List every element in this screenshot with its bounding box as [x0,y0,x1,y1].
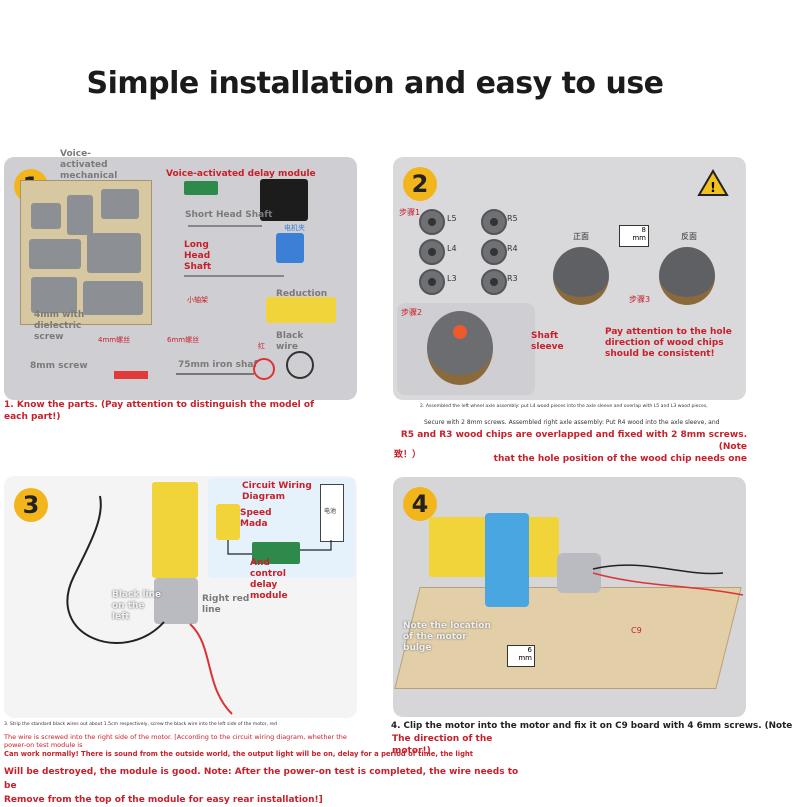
step4-wires [592,564,744,596]
chip-R3 [481,269,507,295]
step1-caption: 1. Know the parts. (Pay attention to dis… [4,400,315,422]
step3-caption-small: 3. Strip the standard black wires out ab… [4,722,278,727]
short-shaft-part [188,225,262,227]
circuit-diagram-box: 电池 [208,478,355,578]
label-back: 反面 [681,232,697,241]
reduction-motor-part [266,297,336,323]
step2-caption-line2: Secure with 2 8mm screws. Assembled righ… [424,419,720,426]
motor-clip-part [276,233,304,263]
wires-drawing [66,495,233,715]
screw-8mm-badge: 8 mm [619,225,649,247]
label-hole-direction-note: Pay attention to the hole direction of w… [605,327,732,359]
step2-inset: 步骤2 [397,303,535,395]
chip-L3 [419,269,445,295]
shaft-sleeves-part [114,371,148,379]
label-front: 正面 [573,232,589,241]
label-step-1: 步骤1 [399,208,421,217]
chip-R4 [481,239,507,265]
label-control-module: And control delay module [250,558,288,601]
diagram-wires [227,540,332,555]
label-motor-clip: 电机夹 [284,224,305,232]
label-c9: C9 [631,626,642,635]
step3-panel: 3 电池 Circuit Wiring Diagram Speed Mada A… [4,476,357,718]
label-iron-shaft: 75mm iron shaf [178,360,258,370]
label-4mm-screw: 4mm螺丝 [98,336,131,344]
step2-caption-small: 2. Assembled the left wheel axle assembl… [420,404,708,409]
motor-body [152,482,198,578]
label-black-wire: Black wire [276,331,304,352]
diagram-battery [320,484,344,542]
label-red: 红 [258,342,265,350]
assembly-back [659,247,715,305]
label-L5: L5 [447,214,457,223]
label-short-shaft: Short Head Shaft [185,210,273,220]
iron-shaft-part [176,373,254,375]
step2-number: 2 [403,167,437,201]
assembly-front [553,247,609,305]
wooden-parts-board [20,180,152,325]
step3-caption-red2: Can work normally! There is sound from t… [4,750,474,758]
step2-caption-end: 致！） [394,450,422,460]
label-motor-bulge-note: Note the location of the motor bulge [403,621,491,653]
label-long-shaft: Long Head Shaft [184,240,212,272]
delay-module-part [184,181,218,195]
label-battery: 电池 [324,508,337,515]
motor-can [154,578,198,624]
label-6mm-screw: 6mm螺丝 [167,336,200,344]
label-small-shaft: 小轴架 [187,296,208,304]
step1-panel: 1 Voice- activated mechanical Voice-acti… [4,149,357,400]
label-black-line: Black line on the left [112,590,162,622]
step4-caption: 4. Clip the motor into the motor and fix… [391,721,792,731]
wire-coils-drawing [253,351,314,380]
step3-caption-red1: The wire is screwed into the right side … [4,733,347,749]
shaft-sleeve-assembly [427,311,493,385]
step4-panel: 4 Note the location of the motor bulge C… [393,477,746,717]
diagram-module [252,542,300,564]
label-L3: L3 [447,274,457,283]
label-mechanical: Voice- activated mechanical [60,149,118,181]
chip-R5 [481,209,507,235]
label-dielectric-screw: 4mm with dielectric screw [34,310,85,342]
label-right-red: Right red line [202,594,250,615]
orange-sleeve [453,325,467,339]
label-step-3: 步骤3 [629,295,651,304]
diagram-motor [216,504,240,540]
step2-caption-red: R5 and R3 wood chips are overlapped and … [400,430,747,464]
chip-L5 [419,209,445,235]
warning-icon: ! [697,169,729,196]
blue-motor-clip [485,513,529,607]
chip-L4 [419,239,445,265]
label-8mm-screw: 8mm screw [30,361,88,371]
step3-caption-red3: Will be destroyed, the module is good. N… [4,767,519,805]
label-R3: R3 [507,274,518,283]
page-title: Simple installation and easy to use [86,66,664,101]
label-L4: L4 [447,244,457,253]
svg-text:!: ! [710,181,716,196]
step4-number: 4 [403,487,437,521]
label-shaft-sleeve: Shaft sleeve [531,331,564,352]
step4-caption-red: The direction of the motor!) [392,734,493,756]
label-delay-module: Voice-activated delay module [166,169,316,179]
label-step-2: 步骤2 [401,308,423,317]
long-shaft-part [184,275,284,277]
label-speed-mada: Speed Mada [240,508,272,529]
battery-box-part [260,179,308,221]
label-R4: R4 [507,244,518,253]
screw-6mm-badge: 6 mm [507,645,535,667]
label-circuit-diagram: Circuit Wiring Diagram [242,481,312,502]
step2-panel: 2 ! 步骤1 L5 L4 L3 R5 R4 R3 正面 反面 8 mm 步骤3… [393,157,746,400]
step3-number: 3 [14,488,48,522]
label-R5: R5 [507,214,518,223]
